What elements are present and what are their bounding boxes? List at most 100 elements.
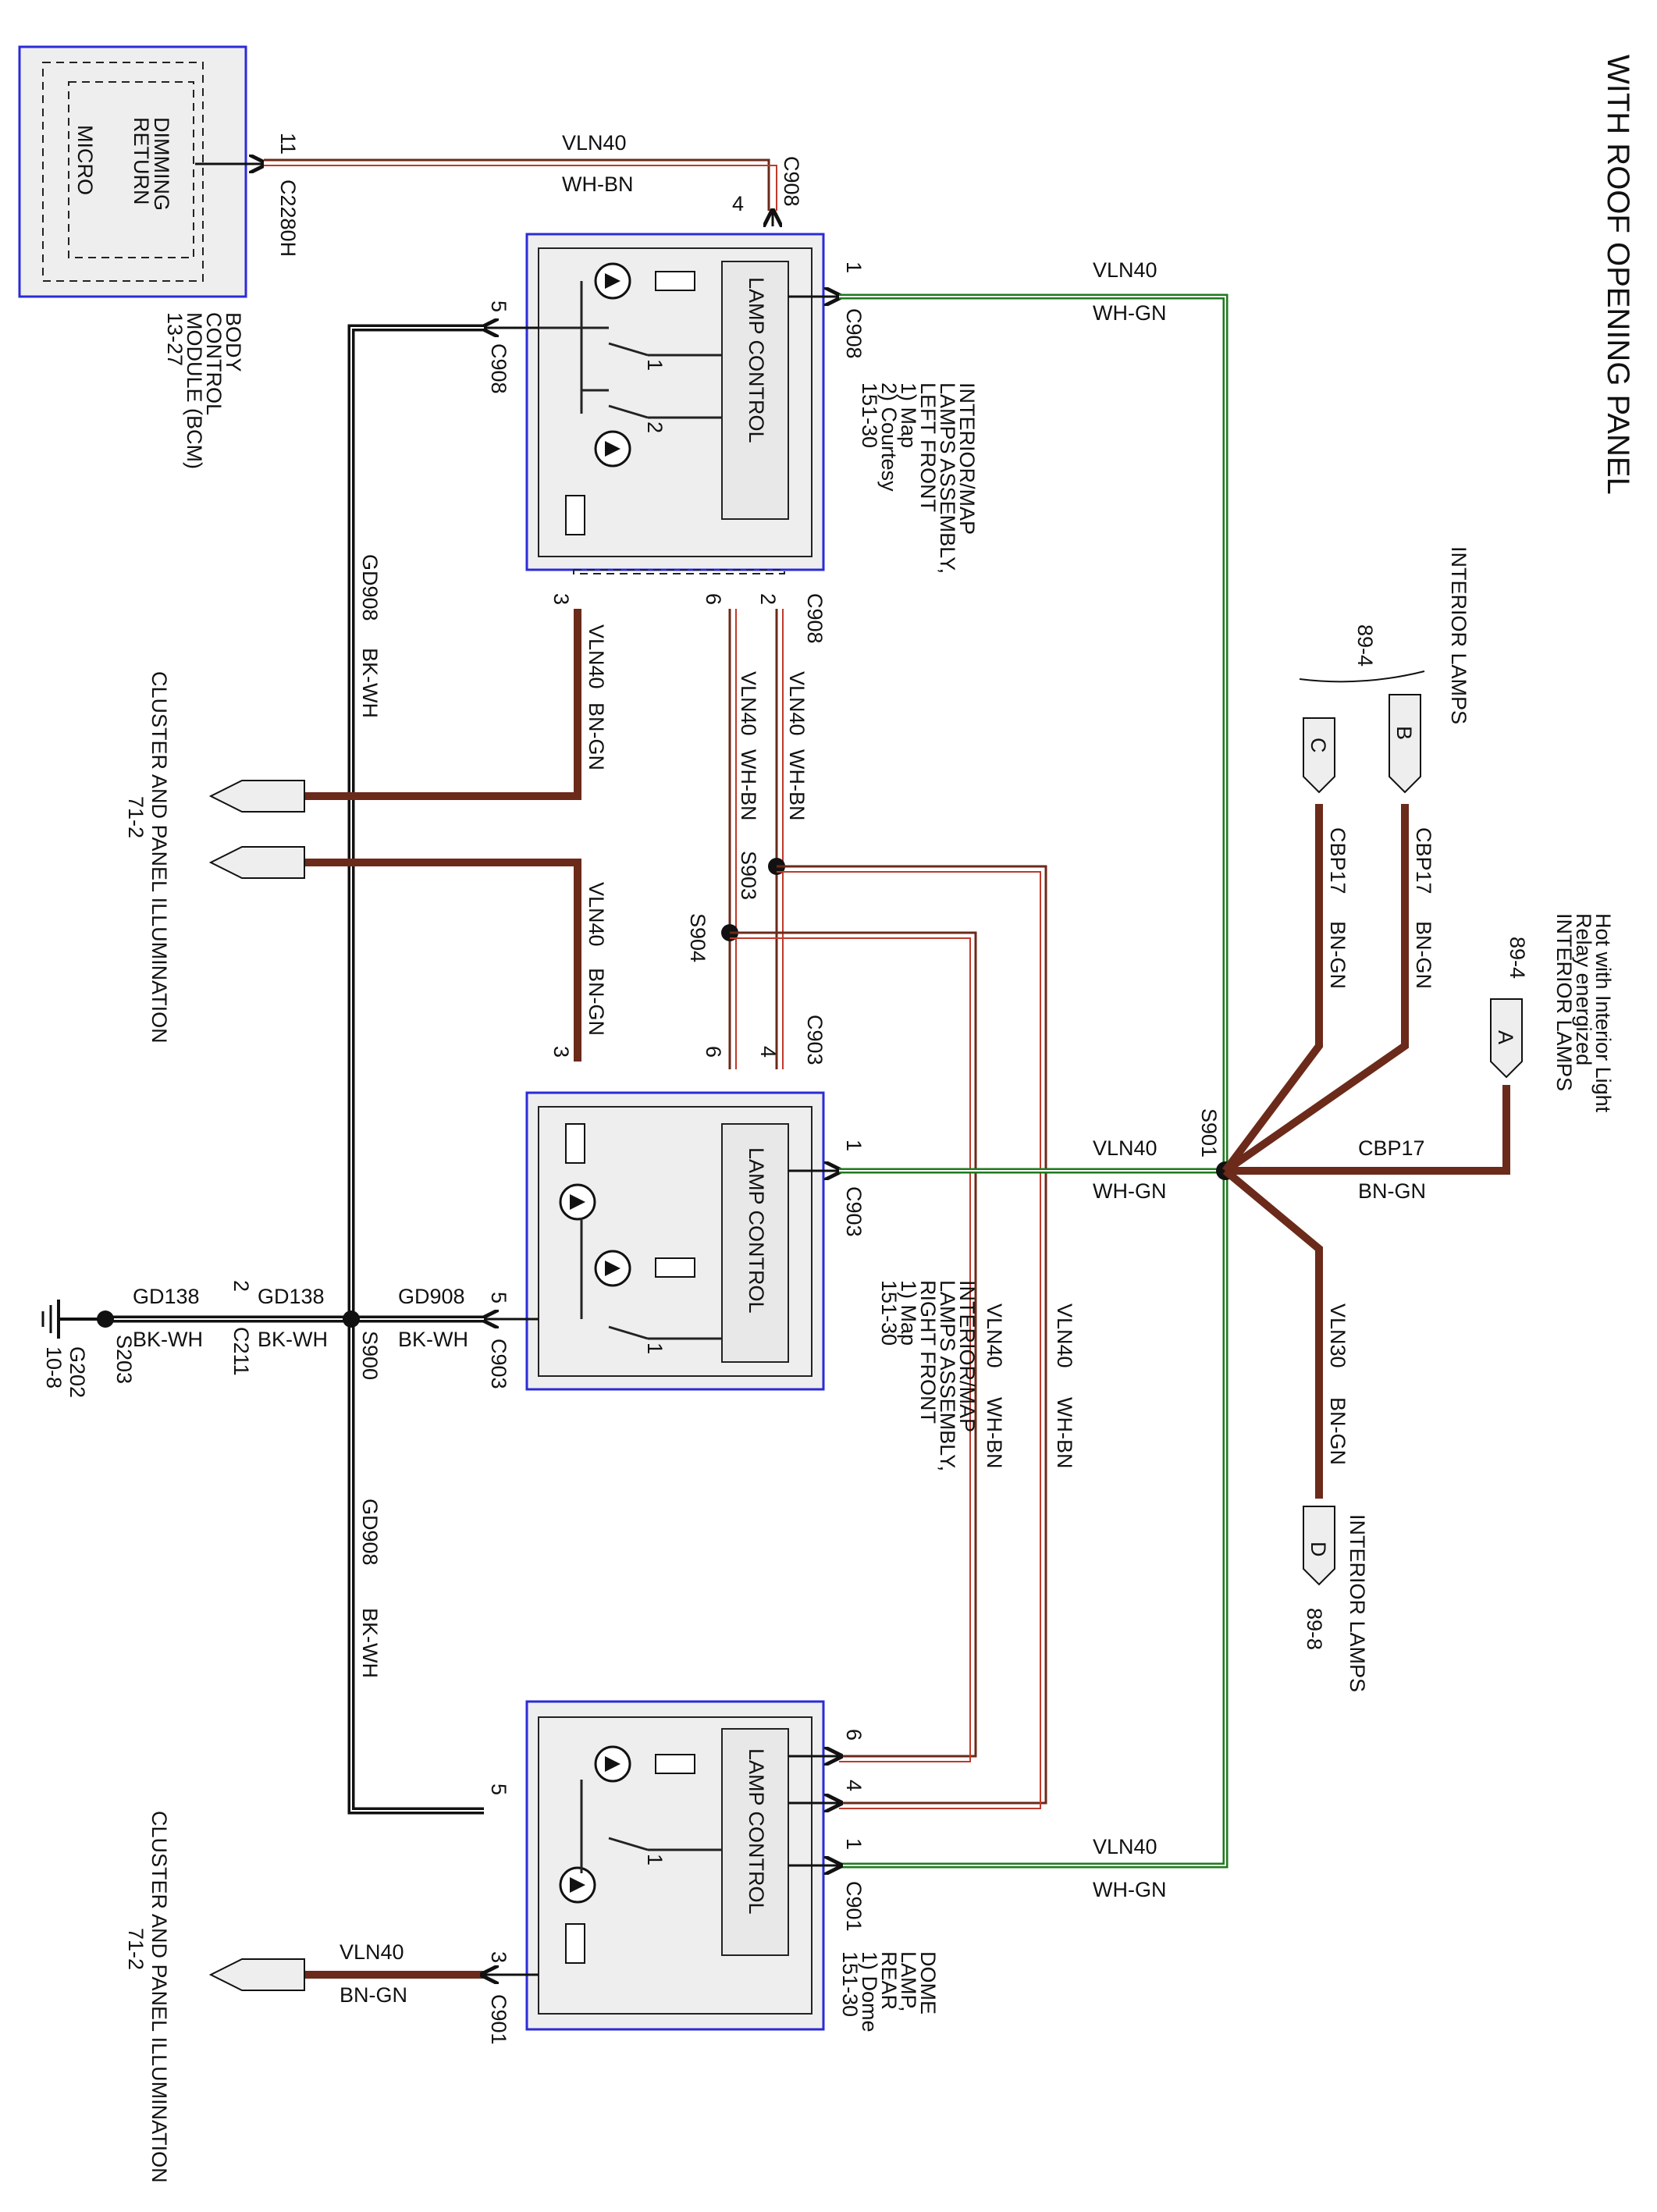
right-front-lamp-control-label: LAMP CONTROL — [745, 1147, 768, 1314]
cbp17-b-color: BN-GN — [1412, 921, 1435, 989]
offpage-d: D — [1307, 1542, 1330, 1557]
s900-label: S900 — [358, 1331, 382, 1380]
interior-lamps-bc: INTERIOR LAMPS — [1447, 546, 1470, 724]
wire-wh-bn-pairs: VLN40 WH-BN VLN40 WH-BN S903 S904 VLN40 … — [686, 609, 1076, 1809]
c211-pin: 2 — [229, 1280, 253, 1292]
resistor-icon — [565, 495, 585, 535]
left-front-pin5: 5 — [487, 301, 510, 312]
right-front-connector-left: C903 — [487, 1339, 510, 1389]
resistor-icon — [655, 271, 695, 291]
bcm-module: MICRO DIMMING RETURN BODY CONTROL MODULE… — [18, 45, 300, 469]
ref-89-4-a: 89-4 — [1506, 937, 1529, 979]
wire-rf-pin3-cluster: VLN40 BN-GN — [208, 846, 608, 1062]
hot-note-1: Hot with Interior Light — [1591, 913, 1615, 1113]
wire-rf4-dome-color: WH-BN — [1053, 1397, 1076, 1468]
wire-rf6-dome-color: WH-BN — [983, 1397, 1006, 1468]
gd908-upper-color: BK-WH — [358, 648, 382, 718]
right-front-connector-top: C903 — [803, 1015, 827, 1065]
dome-pin6: 6 — [842, 1729, 866, 1741]
left-front-name-6: 151-30 — [858, 382, 881, 448]
dome-connector-left: C901 — [487, 1994, 510, 2045]
dome-name-3: REAR — [877, 1951, 901, 2010]
cluster-connector-icon — [208, 846, 305, 879]
c908-top-connector: C908 — [780, 156, 803, 207]
gd908-lower-color: BK-WH — [358, 1608, 382, 1678]
left-front-pin2: 2 — [756, 593, 780, 605]
micro-dashed-outline — [68, 81, 194, 258]
wire-c908-color: WH-GN — [1093, 301, 1166, 325]
ref-89-8-d: 89-8 — [1303, 1608, 1326, 1650]
micro-label: MICRO — [73, 125, 97, 195]
left-front-lamp-control-label: LAMP CONTROL — [745, 277, 768, 443]
bcm-dashed-outline — [42, 62, 204, 282]
offpage-connector-a — [1490, 998, 1523, 1079]
dome-pin3-wire-name: VLN40 — [340, 1940, 404, 1964]
cbp17-c-color: BN-GN — [1326, 921, 1349, 989]
right-front-pin4: 4 — [756, 1046, 780, 1058]
right-front-name-4: 1) Map — [897, 1280, 920, 1346]
switch-icon — [608, 342, 649, 357]
wire-wh-gn-main: VLN40 WH-GN VLN40 WH-GN — [839, 258, 1229, 1901]
wire-lf6-color: WH-BN — [737, 749, 760, 820]
wire-lf6-name: VLN40 — [737, 671, 760, 736]
ground-ref: 10-8 — [42, 1346, 66, 1389]
cluster-lower-label: CLUSTER AND PANEL ILLUMINATION — [148, 1811, 171, 2183]
left-front-connector-left: C908 — [487, 343, 510, 394]
wire-bcm-color: WH-BN — [562, 172, 633, 196]
diagram-title: WITH ROOF OPENING PANEL — [1601, 55, 1635, 495]
left-front-connector-bottom: C908 — [803, 593, 827, 644]
bcm-name-2: CONTROL — [202, 312, 226, 415]
return-label: RETURN — [130, 117, 153, 205]
cluster-upper-ref: 71-2 — [124, 796, 148, 838]
wire-c901-name: VLN40 — [1093, 1835, 1157, 1858]
wire-bcm-name: VLN40 — [562, 131, 627, 155]
dome-name-4: 1) Dome — [858, 1951, 881, 2032]
left-front-name-3: LEFT FRONT — [916, 382, 940, 512]
right-front-pin3: 3 — [549, 1046, 573, 1058]
cluster-connector-icon — [208, 1958, 305, 1991]
left-front-pin1: 1 — [842, 261, 866, 273]
c211-label: C211 — [229, 1327, 253, 1376]
lf-pin3-wire-color: BN-GN — [585, 702, 608, 770]
left-front-pin3: 3 — [549, 593, 573, 605]
left-front-connector-right: C908 — [842, 308, 866, 359]
rf-pin3-wire-color: BN-GN — [585, 968, 608, 1036]
wire-lf-pin3-cluster: VLN40 BN-GN — [208, 609, 608, 813]
wire-bcm-to-c908: VLN40 WH-BN 4 C908 — [264, 131, 803, 226]
gd138-a-name: GD138 — [258, 1285, 325, 1308]
bcm-connector: C2280H — [276, 180, 300, 257]
dome-name-2: LAMP, — [897, 1951, 920, 2012]
left-front-name-1: INTERIOR/MAP — [955, 382, 979, 535]
resistor-icon — [655, 1754, 695, 1774]
bcm-box — [18, 45, 247, 298]
right-front-name-3: RIGHT FRONT — [916, 1280, 940, 1424]
dome-pin5: 5 — [487, 1783, 510, 1795]
rf-pin3-wire-name: VLN40 — [585, 882, 608, 947]
wire-rf6-dome-name: VLN40 — [983, 1303, 1006, 1368]
lf-pin3-wire-name: VLN40 — [585, 624, 608, 689]
wire-lf2-name: VLN40 — [785, 671, 809, 736]
bcm-name-4: 13-27 — [163, 312, 187, 366]
dome-name-1: DOME — [916, 1951, 940, 2015]
cbp17-a-name: CBP17 — [1358, 1136, 1425, 1160]
dome-pin3-wire-color: BN-GN — [340, 1983, 407, 2007]
left-front-assembly: LAMP CONTROL 1 2 1 C908 5 C908 INTERIOR/… — [484, 233, 979, 644]
bcm-name-1: BODY — [222, 312, 245, 372]
offpage-connector-c — [1303, 717, 1335, 794]
wire-lf2-color: WH-BN — [785, 749, 809, 820]
vln30-name: VLN30 — [1326, 1303, 1349, 1368]
switch-icon — [608, 404, 649, 419]
ground-chain: GD908 BK-WH GD138 BK-WH GD138 BK-WH 2 C2… — [41, 1280, 484, 1398]
offpage-c: C — [1307, 738, 1330, 753]
c908-pin4: 4 — [732, 192, 744, 215]
bcm-pin-11: 11 — [276, 133, 300, 155]
wire-c901-color: WH-GN — [1093, 1878, 1166, 1901]
hot-note-3: INTERIOR LAMPS — [1552, 913, 1576, 1091]
offpage-connector-d — [1303, 1506, 1335, 1586]
dome-pin4: 4 — [842, 1780, 866, 1791]
right-front-assembly: LAMP CONTROL 1 1 C903 5 C903 3 6 4 C903 … — [484, 1015, 979, 1471]
left-front-pin6: 6 — [702, 593, 725, 605]
right-front-name-2: LAMPS ASSEMBLY, — [936, 1280, 959, 1471]
